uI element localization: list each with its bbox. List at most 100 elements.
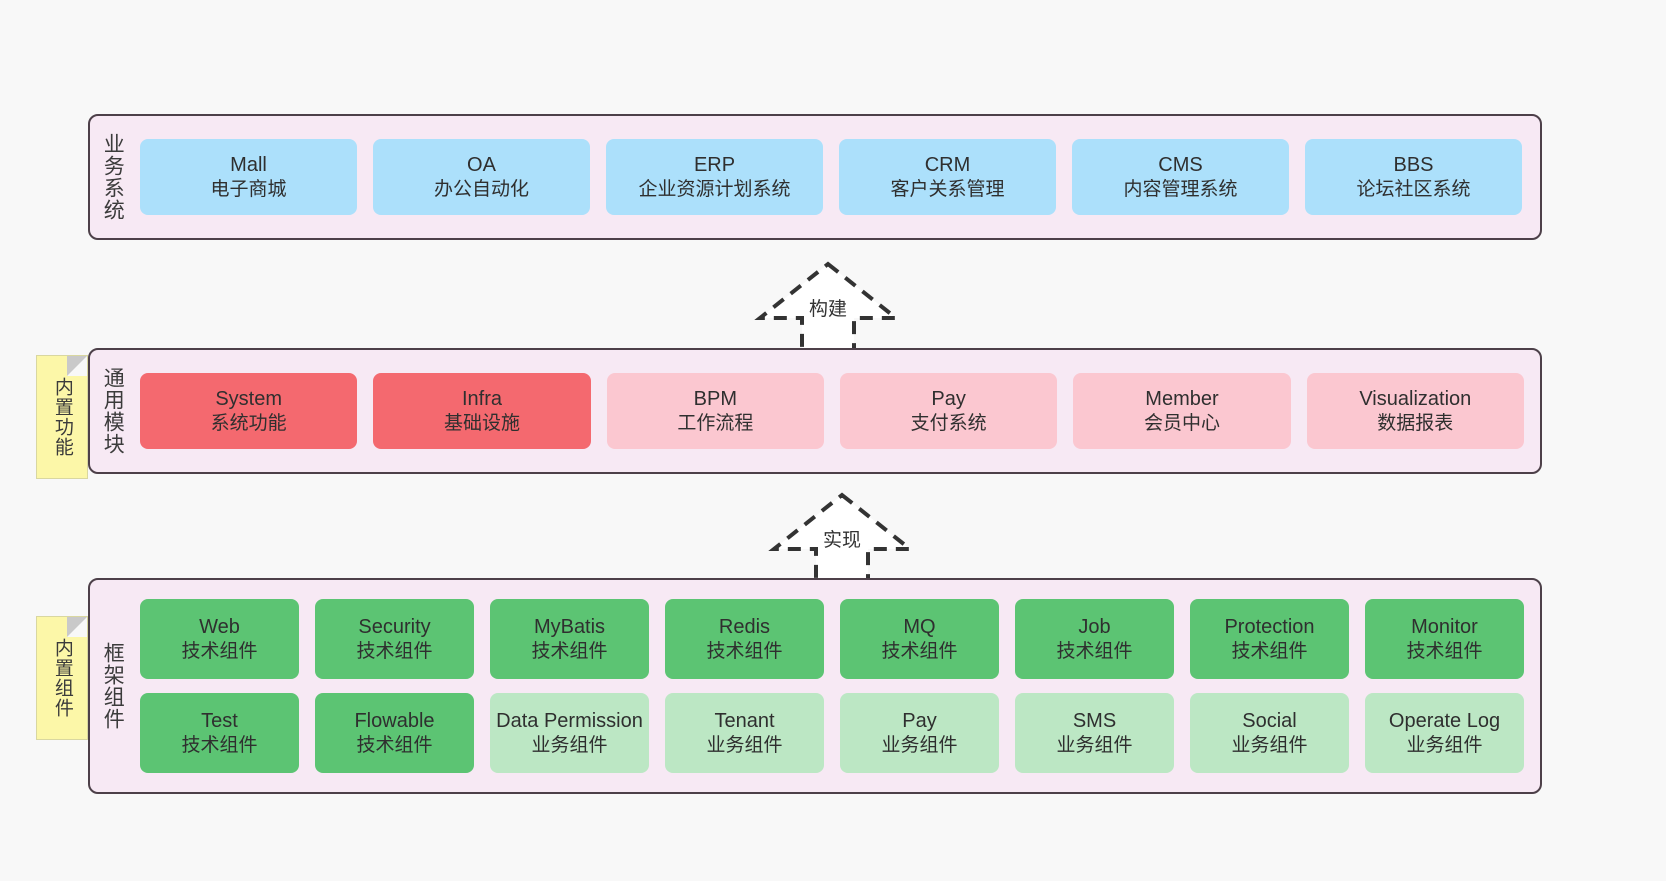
card-mq-en: MQ bbox=[903, 616, 936, 639]
card-web-en: Web bbox=[199, 616, 240, 639]
card-monitor-en: Monitor bbox=[1411, 616, 1478, 639]
card-monitor-cn: 技术组件 bbox=[1406, 640, 1483, 662]
card-redis-en: Redis bbox=[718, 616, 771, 639]
card-member[interactable]: Member 会员中心 bbox=[1073, 373, 1291, 449]
card-mq[interactable]: MQ 技术组件 bbox=[840, 599, 999, 679]
card-crm-en: CRM bbox=[924, 154, 971, 177]
card-cms-en: CMS bbox=[1158, 154, 1203, 177]
card-system-en: System bbox=[215, 388, 282, 411]
card-system-cn: 系统功能 bbox=[210, 412, 287, 434]
connector-realize: 实现 bbox=[762, 487, 922, 587]
card-pay-module-cn: 支付系统 bbox=[910, 412, 987, 434]
layer-business-system-title: 业务系统 bbox=[101, 133, 125, 221]
card-mall-cn: 电子商城 bbox=[210, 178, 287, 200]
card-crm[interactable]: CRM 客户关系管理 bbox=[839, 139, 1056, 215]
layer-common-modules-body: System 系统功能 Infra 基础设施 BPM 工作流程 Pay 支付系统… bbox=[134, 350, 1540, 472]
card-web[interactable]: Web 技术组件 bbox=[140, 599, 299, 679]
layer-business-system: 业务系统 Mall 电子商城 OA 办公自动化 ERP 企业资源计划系统 CRM… bbox=[88, 114, 1542, 240]
card-pay-component[interactable]: Pay 业务组件 bbox=[840, 693, 999, 773]
card-job-cn: 技术组件 bbox=[1056, 640, 1133, 662]
card-operate-log-en: Operate Log bbox=[1388, 710, 1501, 733]
card-mybatis-en: MyBatis bbox=[533, 616, 606, 639]
card-monitor[interactable]: Monitor 技术组件 bbox=[1365, 599, 1524, 679]
card-mybatis-cn: 技术组件 bbox=[531, 640, 608, 662]
card-flowable-en: Flowable bbox=[354, 710, 435, 733]
layer-common-modules: 通用模块 System 系统功能 Infra 基础设施 BPM 工作流程 Pay… bbox=[88, 348, 1542, 474]
note-builtin-function-label: 内置功能 bbox=[51, 377, 73, 457]
card-pay-module[interactable]: Pay 支付系统 bbox=[839, 373, 1058, 449]
card-social-cn: 业务组件 bbox=[1231, 734, 1308, 756]
card-bbs-cn: 论坛社区系统 bbox=[1356, 178, 1471, 200]
card-redis-cn: 技术组件 bbox=[706, 640, 783, 662]
card-flowable-cn: 技术组件 bbox=[356, 734, 433, 756]
card-infra[interactable]: Infra 基础设施 bbox=[373, 373, 591, 449]
card-pay-component-en: Pay bbox=[902, 710, 937, 733]
card-tenant[interactable]: Tenant 业务组件 bbox=[665, 693, 824, 773]
card-oa-cn: 办公自动化 bbox=[433, 178, 529, 200]
card-security-cn: 技术组件 bbox=[356, 640, 433, 662]
card-protection-cn: 技术组件 bbox=[1231, 640, 1308, 662]
card-erp[interactable]: ERP 企业资源计划系统 bbox=[606, 139, 823, 215]
card-sms-cn: 业务组件 bbox=[1056, 734, 1133, 756]
card-visualization-cn: 数据报表 bbox=[1377, 412, 1454, 434]
card-oa-en: OA bbox=[467, 154, 496, 177]
card-sms-en: SMS bbox=[1072, 710, 1117, 733]
card-social[interactable]: Social 业务组件 bbox=[1190, 693, 1349, 773]
card-operate-log[interactable]: Operate Log 业务组件 bbox=[1365, 693, 1524, 773]
card-cms[interactable]: CMS 内容管理系统 bbox=[1072, 139, 1289, 215]
card-test-cn: 技术组件 bbox=[181, 734, 258, 756]
card-system[interactable]: System 系统功能 bbox=[140, 373, 358, 449]
card-pay-module-en: Pay bbox=[931, 388, 966, 411]
layer-framework-components: 框架组件 Web 技术组件 Security 技术组件 MyBatis 技术组件… bbox=[88, 578, 1542, 794]
card-bpm-cn: 工作流程 bbox=[677, 412, 754, 434]
card-infra-en: Infra bbox=[461, 388, 502, 411]
layer-common-modules-title: 通用模块 bbox=[101, 367, 125, 455]
card-sms[interactable]: SMS 业务组件 bbox=[1015, 693, 1174, 773]
connector-build: 构建 bbox=[748, 256, 908, 356]
card-pay-component-cn: 业务组件 bbox=[881, 734, 958, 756]
connector-build-label: 构建 bbox=[808, 299, 848, 320]
framework-business-component-row: Test 技术组件 Flowable 技术组件 Data Permission … bbox=[140, 693, 1524, 773]
card-job-en: Job bbox=[1078, 616, 1111, 639]
card-test-en: Test bbox=[201, 710, 238, 733]
card-protection-en: Protection bbox=[1224, 616, 1315, 639]
common-modules-card-row: System 系统功能 Infra 基础设施 BPM 工作流程 Pay 支付系统… bbox=[140, 373, 1524, 449]
card-crm-cn: 客户关系管理 bbox=[890, 178, 1005, 200]
card-erp-en: ERP bbox=[693, 154, 736, 177]
card-erp-cn: 企业资源计划系统 bbox=[638, 178, 791, 200]
note-builtin-function[interactable]: 内置功能 bbox=[36, 355, 88, 479]
layer-framework-components-title: 框架组件 bbox=[101, 642, 125, 730]
card-cms-cn: 内容管理系统 bbox=[1123, 178, 1238, 200]
card-tenant-en: Tenant bbox=[714, 710, 775, 733]
card-bpm[interactable]: BPM 工作流程 bbox=[606, 373, 824, 449]
card-flowable[interactable]: Flowable 技术组件 bbox=[315, 693, 474, 773]
card-data-permission[interactable]: Data Permission 业务组件 bbox=[490, 693, 649, 773]
card-bbs-en: BBS bbox=[1393, 154, 1434, 177]
card-security-en: Security bbox=[358, 616, 431, 639]
card-tenant-cn: 业务组件 bbox=[706, 734, 783, 756]
card-redis[interactable]: Redis 技术组件 bbox=[665, 599, 824, 679]
card-security[interactable]: Security 技术组件 bbox=[315, 599, 474, 679]
card-oa[interactable]: OA 办公自动化 bbox=[373, 139, 590, 215]
card-mq-cn: 技术组件 bbox=[881, 640, 958, 662]
card-data-permission-cn: 业务组件 bbox=[531, 734, 608, 756]
connector-realize-label: 实现 bbox=[822, 530, 862, 551]
note-builtin-component-label: 内置组件 bbox=[51, 638, 73, 718]
framework-tech-component-row: Web 技术组件 Security 技术组件 MyBatis 技术组件 Redi… bbox=[140, 599, 1524, 679]
card-job[interactable]: Job 技术组件 bbox=[1015, 599, 1174, 679]
card-member-cn: 会员中心 bbox=[1143, 412, 1220, 434]
card-bbs[interactable]: BBS 论坛社区系统 bbox=[1305, 139, 1522, 215]
card-visualization[interactable]: Visualization 数据报表 bbox=[1306, 373, 1524, 449]
card-protection[interactable]: Protection 技术组件 bbox=[1190, 599, 1349, 679]
card-mall-en: Mall bbox=[230, 154, 267, 177]
note-builtin-component[interactable]: 内置组件 bbox=[36, 616, 88, 740]
card-mybatis[interactable]: MyBatis 技术组件 bbox=[490, 599, 649, 679]
card-operate-log-cn: 业务组件 bbox=[1406, 734, 1483, 756]
business-system-card-row: Mall 电子商城 OA 办公自动化 ERP 企业资源计划系统 CRM 客户关系… bbox=[140, 139, 1522, 215]
layer-framework-components-body: Web 技术组件 Security 技术组件 MyBatis 技术组件 Redi… bbox=[134, 580, 1540, 792]
card-infra-cn: 基础设施 bbox=[443, 412, 520, 434]
card-mall[interactable]: Mall 电子商城 bbox=[140, 139, 357, 215]
layer-business-system-body: Mall 电子商城 OA 办公自动化 ERP 企业资源计划系统 CRM 客户关系… bbox=[134, 116, 1540, 238]
card-test[interactable]: Test 技术组件 bbox=[140, 693, 299, 773]
card-social-en: Social bbox=[1242, 710, 1297, 733]
